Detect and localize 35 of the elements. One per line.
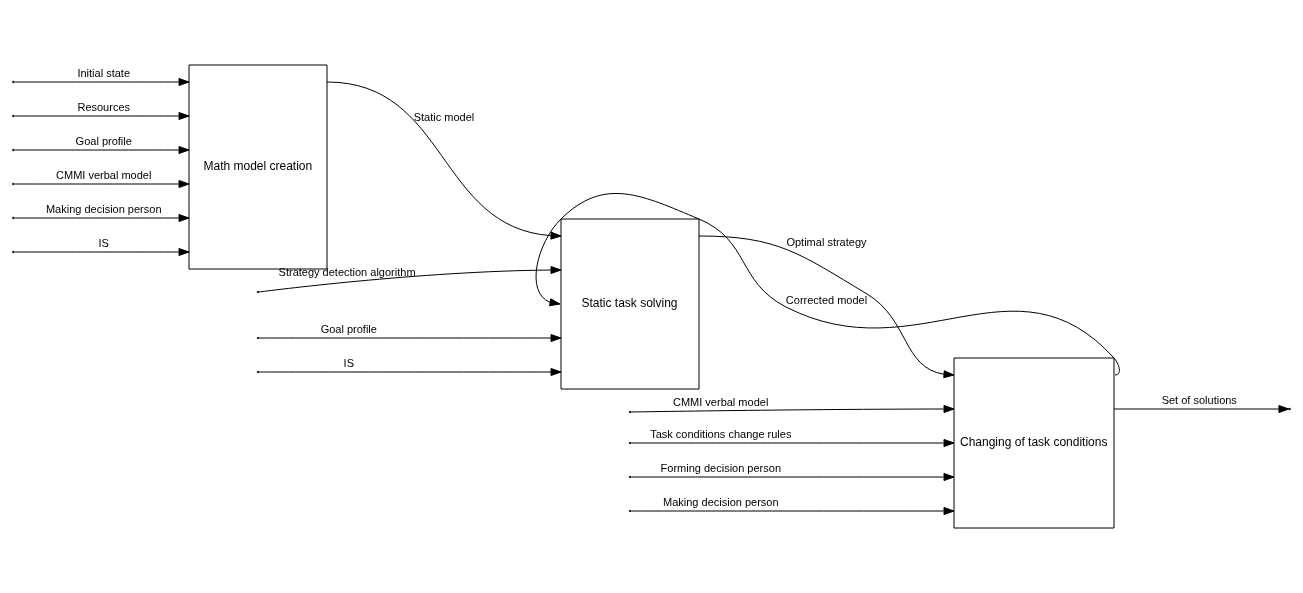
edge-label: Static model — [413, 110, 475, 123]
arrow — [630, 405, 955, 413]
edge-label: Forming decision person — [660, 461, 782, 474]
edge-label: CMMI verbal model — [672, 395, 769, 408]
arrow — [630, 473, 955, 481]
edge-label: Initial state — [77, 66, 131, 79]
edge-label: Resources — [77, 100, 131, 113]
arrow — [326, 81, 562, 240]
arrow — [535, 193, 1120, 376]
edge-label: Optimal strategy — [786, 235, 867, 248]
arrow — [258, 266, 562, 293]
arrow — [13, 214, 190, 222]
arrow — [13, 78, 190, 86]
edge-label: Set of solutions — [1161, 393, 1237, 406]
arrow — [13, 146, 190, 154]
edge-label: Corrected model — [785, 293, 868, 306]
edge-label: IS — [98, 236, 109, 249]
edge-label: Making decision person — [663, 495, 779, 508]
edge-label: Goal profile — [320, 322, 377, 335]
edge-label: Task conditions change rules — [650, 427, 792, 440]
arrow — [258, 368, 562, 376]
edge-label: Goal profile — [75, 134, 132, 147]
arrow — [13, 248, 190, 256]
edge-label: Making decision person — [45, 202, 162, 215]
node-box: Static task solving — [560, 218, 700, 390]
arrow — [258, 334, 562, 342]
node-box: Changing of task conditions — [953, 357, 1115, 529]
arrow — [1113, 405, 1290, 413]
arrow — [630, 439, 955, 447]
edge-label: IS — [343, 356, 354, 369]
edge-label: CMMI verbal model — [56, 168, 152, 181]
arrow — [630, 507, 955, 515]
arrow — [13, 112, 190, 120]
arrow — [13, 180, 190, 188]
arrow — [698, 235, 955, 379]
